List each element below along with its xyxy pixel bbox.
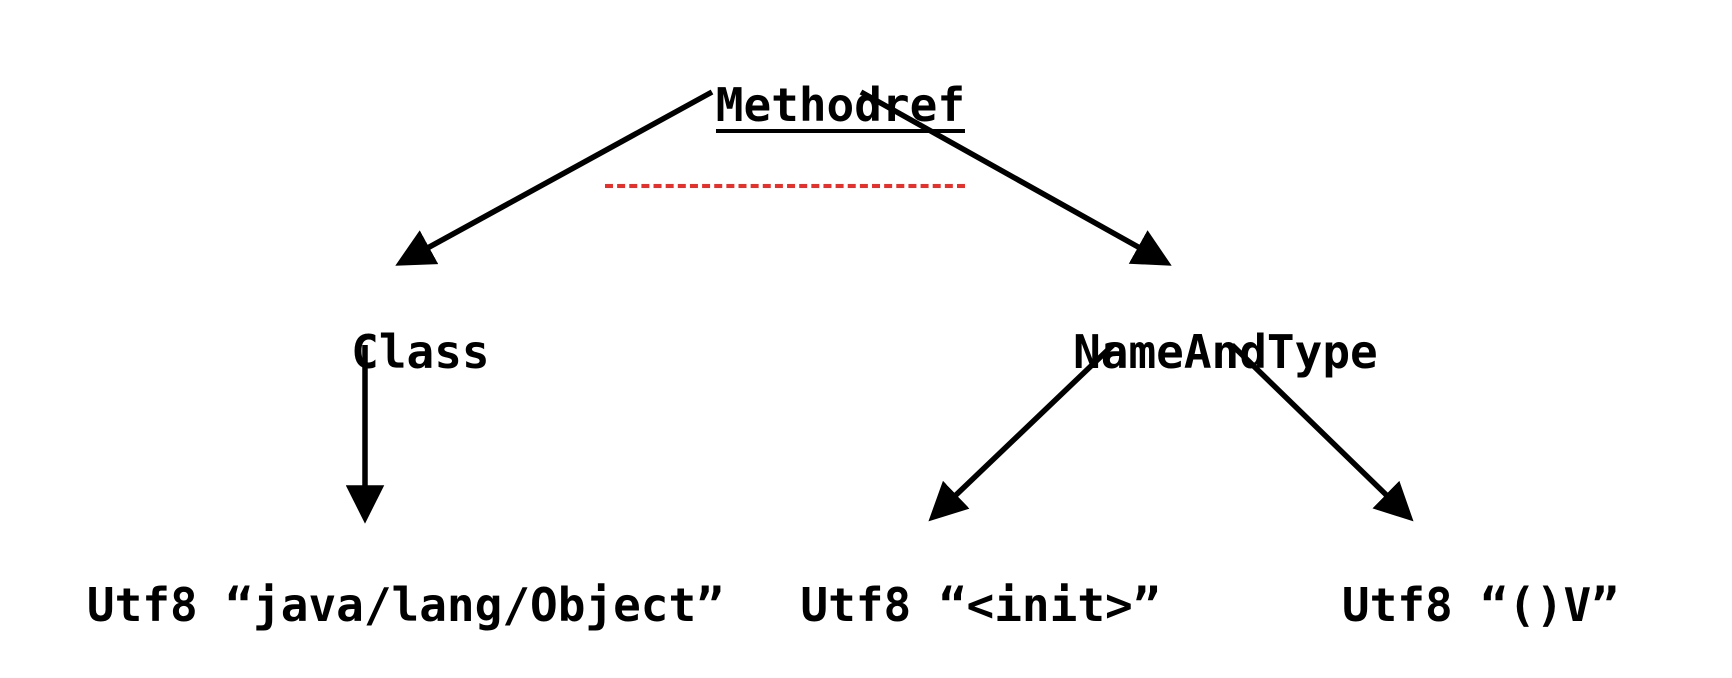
edge-methodref-to-nameandtype <box>859 89 1172 266</box>
edge-methodref-to-class <box>395 89 714 266</box>
node-utf8-init-label: Utf8 “<init>” <box>800 578 1161 632</box>
node-utf8-descriptor: Utf8 “()V” <box>1231 536 1619 674</box>
node-methodref: Methodref <box>604 36 966 188</box>
node-nameandtype-label: NameAndType <box>1073 325 1378 379</box>
node-utf8-descriptor-label: Utf8 “()V” <box>1341 578 1619 632</box>
node-utf8-classname-label: Utf8 “java/lang/Object” <box>86 578 724 632</box>
node-utf8-classname: Utf8 “java/lang/Object” <box>0 536 724 674</box>
node-methodref-label: Methodref <box>715 78 966 133</box>
node-class: Class <box>240 283 489 421</box>
node-nameandtype: NameAndType <box>962 283 1378 421</box>
edge-nameandtype-to-utf8-init <box>928 343 1115 522</box>
edge-nameandtype-to-utf8-descriptor <box>1230 343 1414 522</box>
node-class-label: Class <box>351 325 490 379</box>
node-utf8-init: Utf8 “<init>” <box>690 536 1161 674</box>
spellcheck-underline <box>604 184 966 188</box>
